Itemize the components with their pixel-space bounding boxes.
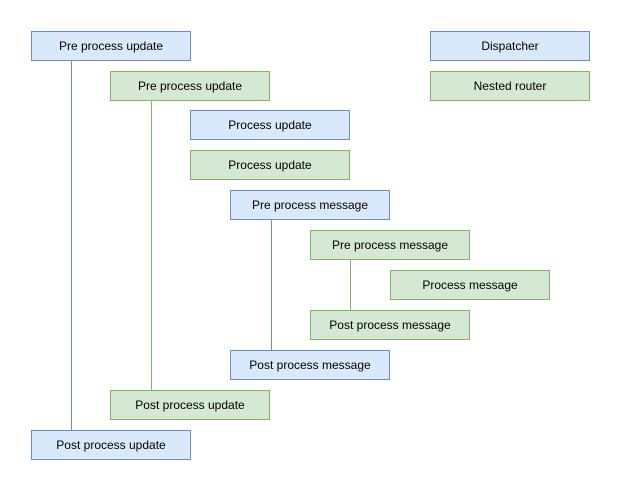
node-router-pre-process-message: Pre process message xyxy=(310,230,470,260)
node-router-post-process-message: Post process message xyxy=(310,310,470,340)
node-router-process-message: Process message xyxy=(390,270,550,300)
legend-dispatcher: Dispatcher xyxy=(430,31,590,61)
connector-update-nested-router xyxy=(151,101,152,390)
node-router-post-process-update: Post process update xyxy=(110,390,270,420)
node-dispatcher-pre-process-update: Pre process update xyxy=(31,31,191,61)
node-dispatcher-process-update: Process update xyxy=(190,110,350,140)
connector-message-nested-router xyxy=(350,260,351,310)
node-dispatcher-post-process-message: Post process message xyxy=(230,350,390,380)
legend-nested-router: Nested router xyxy=(430,71,590,101)
node-dispatcher-post-process-update: Post process update xyxy=(31,430,191,460)
node-router-pre-process-update: Pre process update xyxy=(110,71,270,101)
connector-message-dispatcher xyxy=(271,220,272,350)
node-router-process-update: Process update xyxy=(190,150,350,180)
connector-update-dispatcher xyxy=(71,61,72,430)
node-dispatcher-pre-process-message: Pre process message xyxy=(230,190,390,220)
